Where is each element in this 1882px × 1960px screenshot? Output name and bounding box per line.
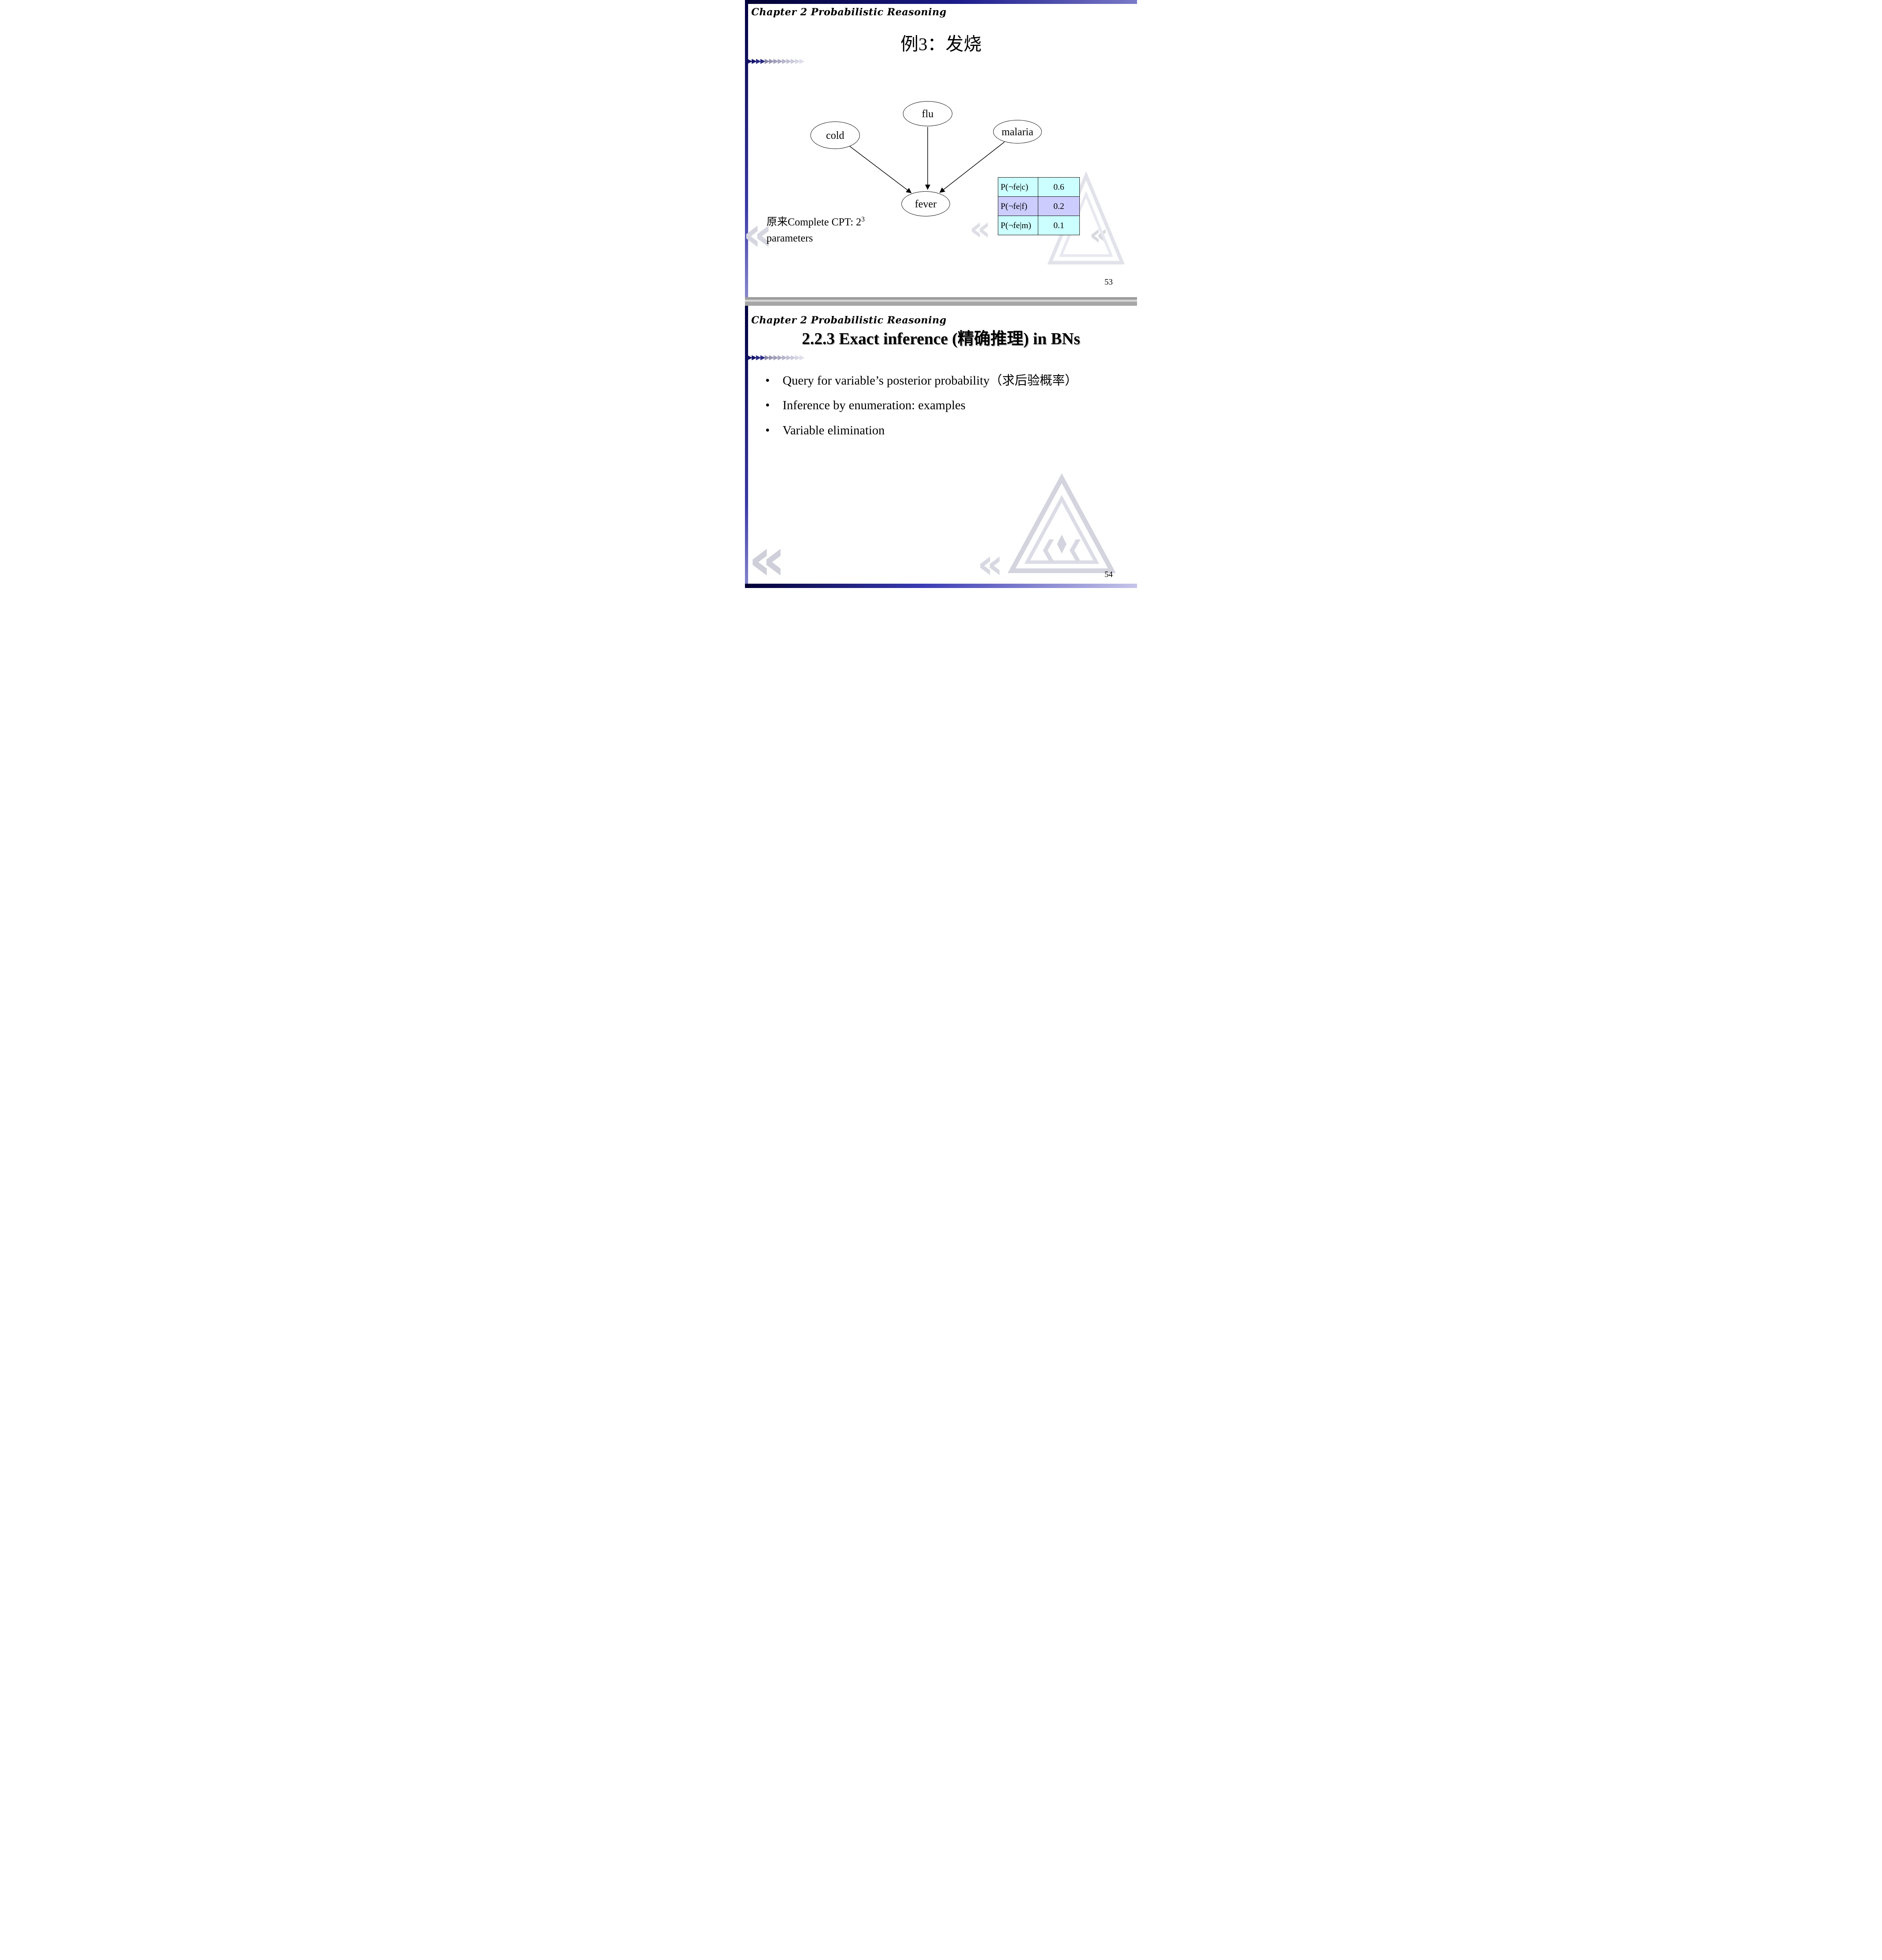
chevron-arrow-icon: ▶ <box>756 354 761 361</box>
chevron-arrow-icon: ▶ <box>799 57 805 65</box>
bullet-text: Variable elimination <box>783 423 885 437</box>
page-number: 54 <box>1104 570 1113 579</box>
slide-title: 2.2.3 Exact inference (精确推理) in BNs <box>802 330 1080 348</box>
cpt-value: 0.1 <box>1038 216 1080 235</box>
chevron-arrow-icon: ▶ <box>752 354 757 361</box>
chevron-decoration-row: ▶▶▶▶▶▶▶▶▶▶▶▶▶ <box>747 57 805 65</box>
chevron-arrow-icon: ▶ <box>756 57 761 65</box>
chevron-arrow-icon: ▶ <box>790 57 796 65</box>
cpt-label: P(¬fe|m) <box>998 216 1038 235</box>
list-item: • Variable elimination <box>765 421 1122 439</box>
watermark-chevron-icon: « <box>748 525 786 588</box>
chevron-arrow-icon: ▶ <box>786 354 792 361</box>
cpt-note: 原来Complete CPT: 23 parameters <box>767 214 865 246</box>
slide-left-accent-bar <box>745 0 748 297</box>
chevron-arrow-icon: ▶ <box>778 354 783 361</box>
slide-53: « « « Chapter 2 Probabilistic Reasoning … <box>745 0 1137 297</box>
chevron-arrow-icon: ▶ <box>760 354 765 361</box>
bullet-text: Query for variable’s posterior probabili… <box>783 373 1077 387</box>
bayes-net-diagram: flu cold malaria fever <box>745 0 1137 297</box>
chapter-header: Chapter 2 Probabilistic Reasoning <box>751 6 946 18</box>
bullet-list: • Query for variable’s posterior probabi… <box>765 372 1122 446</box>
chevron-arrow-icon: ▶ <box>773 57 778 65</box>
node-fever: fever <box>901 191 950 216</box>
chapter-header: Chapter 2 Probabilistic Reasoning <box>751 314 946 326</box>
chevron-arrow-icon: ▶ <box>782 57 787 65</box>
handout-page: « « « Chapter 2 Probabilistic Reasoning … <box>745 0 1137 588</box>
table-row: P(¬fe|m) 0.1 <box>998 216 1080 235</box>
chevron-arrow-icon: ▶ <box>778 57 783 65</box>
watermark-chevron-icon: « <box>969 209 991 248</box>
chevron-arrow-icon: ▶ <box>752 57 757 65</box>
bullet-icon: • <box>765 373 770 387</box>
cpt-note-line1: 原来Complete CPT: 2 <box>767 216 861 228</box>
chevron-decoration-row: ▶▶▶▶▶▶▶▶▶▶▶▶▶ <box>747 354 805 361</box>
node-malaria: malaria <box>993 120 1042 143</box>
cpt-note-line2: parameters <box>767 232 813 244</box>
list-item: • Query for variable’s posterior probabi… <box>765 372 1122 389</box>
bullet-icon: • <box>765 423 770 437</box>
chevron-arrow-icon: ▶ <box>769 57 774 65</box>
chevron-arrow-icon: ▶ <box>747 57 752 65</box>
page-number: 53 <box>1104 277 1113 287</box>
chevron-arrow-icon: ▶ <box>795 57 800 65</box>
table-row: P(¬fe|f) 0.2 <box>998 196 1080 216</box>
slide-top-accent-bar <box>745 0 1137 4</box>
watermark-chevron-icon: « <box>745 207 773 261</box>
chevron-arrow-icon: ▶ <box>773 354 778 361</box>
slide-54: « « Chapter 2 Probabilistic Reasoning 2.… <box>745 306 1137 588</box>
chevron-arrow-icon: ▶ <box>790 354 796 361</box>
cpt-label: P(¬fe|c) <box>998 177 1038 197</box>
diagram-arrows <box>849 127 1005 193</box>
chevron-arrow-icon: ▶ <box>786 57 792 65</box>
node-flu: flu <box>903 101 952 126</box>
cpt-label: P(¬fe|f) <box>998 196 1038 216</box>
list-item: • Inference by enumeration: examples <box>765 396 1122 414</box>
chevron-arrow-icon: ▶ <box>765 57 770 65</box>
chevron-arrow-icon: ▶ <box>747 354 752 361</box>
watermark-chevron-icon: « <box>977 540 1004 588</box>
cpt-value: 0.6 <box>1038 177 1080 197</box>
slide-title: 例3：发烧 <box>900 34 982 54</box>
chevron-arrow-icon: ▶ <box>769 354 774 361</box>
cpt-note-exponent: 3 <box>861 215 865 223</box>
chevron-arrow-icon: ▶ <box>782 354 787 361</box>
bullet-text: Inference by enumeration: examples <box>783 398 966 412</box>
node-cold: cold <box>810 122 860 149</box>
watermark-triangle-logo-icon <box>1007 474 1117 575</box>
chevron-arrow-icon: ▶ <box>765 354 770 361</box>
chevron-arrow-icon: ▶ <box>799 354 805 361</box>
cpt-table: P(¬fe|c) 0.6 P(¬fe|f) 0.2 P(¬fe|m) 0.1 <box>998 177 1080 235</box>
slide-separator <box>745 297 1137 306</box>
chevron-arrow-icon: ▶ <box>760 57 765 65</box>
table-row: P(¬fe|c) 0.6 <box>998 177 1080 197</box>
chevron-arrow-icon: ▶ <box>795 354 800 361</box>
slide-bottom-accent-bar <box>745 584 1137 588</box>
bullet-icon: • <box>765 398 770 412</box>
cpt-value: 0.2 <box>1038 196 1080 216</box>
slide-left-accent-bar <box>745 306 748 588</box>
